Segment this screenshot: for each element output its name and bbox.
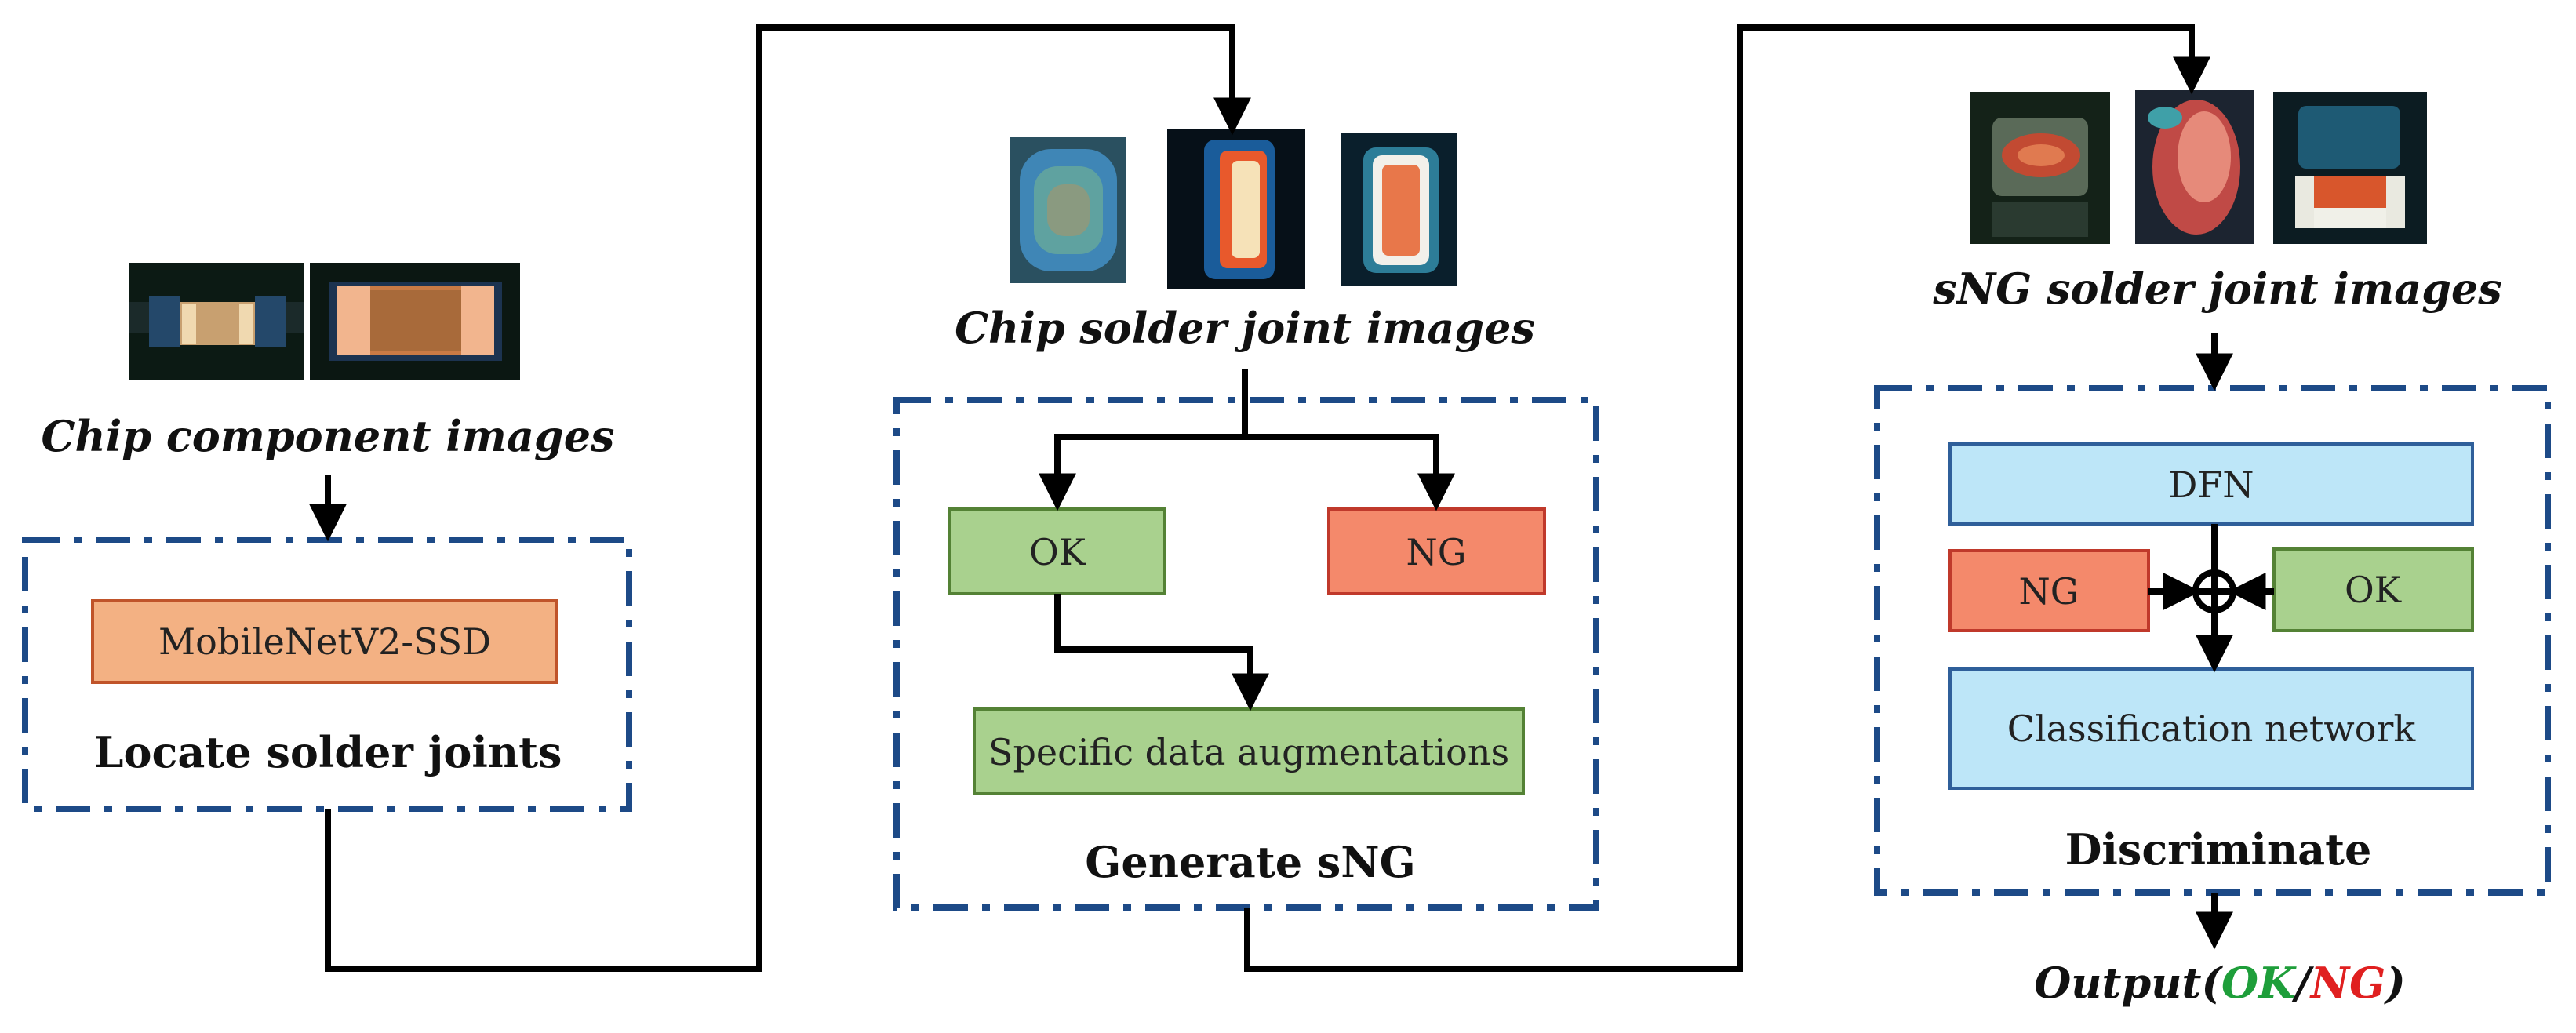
generate-title: Generate sNG	[1085, 837, 1416, 887]
arrow-to-ok	[1039, 369, 1248, 511]
sng-caption: sNG solder joint images	[1932, 264, 2501, 314]
ok-input-label: OK	[2345, 569, 2403, 611]
ng-box	[1327, 507, 1546, 595]
locate-title: Locate solder joints	[94, 727, 562, 777]
output-label: Output(OK/NG)	[2034, 958, 2406, 1008]
arrow-generate-to-sng	[1244, 24, 2210, 972]
sng-photo-2	[2135, 90, 2254, 244]
mobilenet-ssd-label: MobileNetV2-SSD	[158, 620, 491, 663]
sng-photo-1	[1970, 92, 2110, 244]
dfn-box	[1948, 442, 2474, 526]
augmentation-box	[973, 707, 1525, 795]
ng-box-label: NG	[1406, 531, 1467, 573]
circle-plus-icon	[2192, 569, 2236, 613]
flow-arrows	[309, 24, 2274, 972]
ng-input-label: NG	[2019, 570, 2079, 613]
arrow-to-ng	[1245, 434, 1455, 511]
chip-component-caption: Chip component images	[42, 411, 615, 461]
arrow-locate-to-chip-joints	[325, 24, 1251, 972]
discriminate-title: Discriminate	[2065, 824, 2372, 875]
augmentation-label: Specific data augmentations	[988, 731, 1509, 773]
chip-component-photo-1	[129, 263, 304, 380]
arrow-ok-to-aug	[1054, 594, 1269, 711]
solder-joint-photo-1	[1010, 137, 1126, 283]
sng-photo-3	[2273, 92, 2427, 244]
output-ng: NG	[2309, 958, 2385, 1008]
dfn-label: DFN	[2168, 464, 2254, 506]
mobilenet-ssd-box	[91, 599, 558, 684]
output-suffix: )	[2383, 958, 2406, 1008]
generate-panel	[893, 397, 1599, 911]
ok-input-box	[2272, 547, 2474, 632]
output-prefix: Output(	[2034, 958, 2223, 1008]
solder-joint-photo-2	[1167, 129, 1305, 289]
solder-joint-photo-3	[1341, 133, 1457, 286]
ng-input-box	[1948, 549, 2150, 632]
classification-box	[1948, 667, 2474, 790]
output-ok: OK	[2221, 958, 2297, 1008]
ok-box-label: OK	[1029, 531, 1087, 573]
chip-solder-joint-caption: Chip solder joint images	[955, 303, 1535, 353]
chip-component-photo-2	[310, 263, 520, 380]
classification-label: Classification network	[2007, 707, 2417, 750]
